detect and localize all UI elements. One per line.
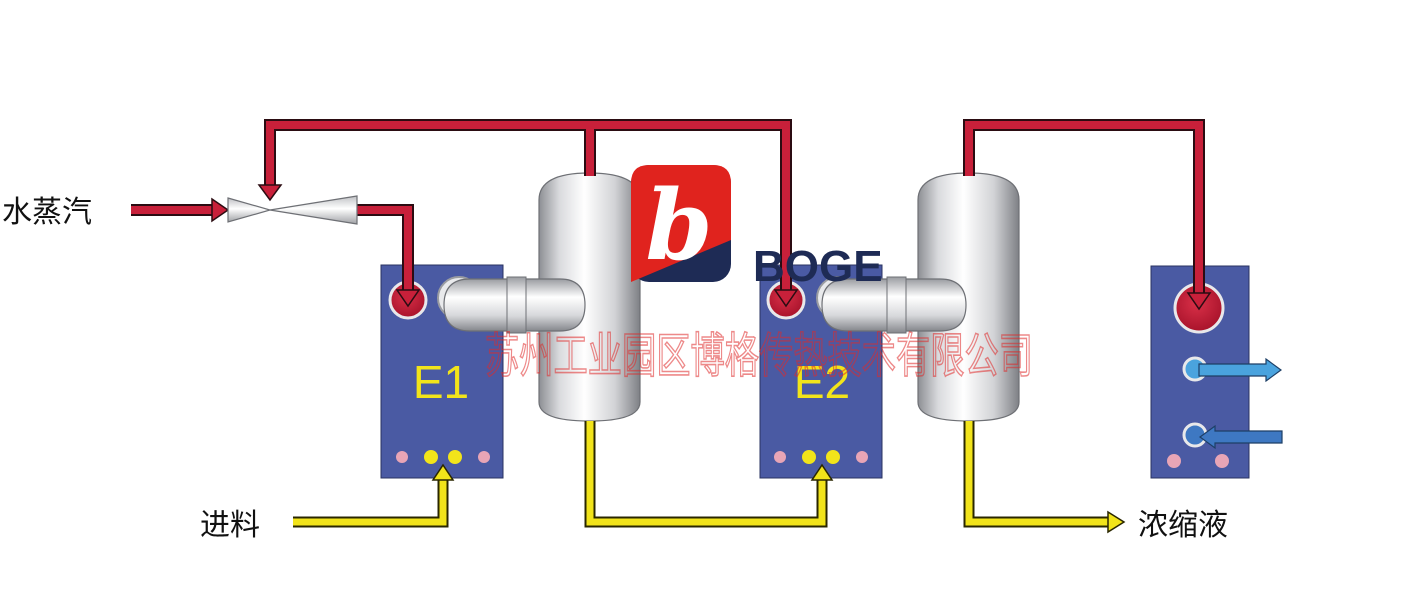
cooling-in-arrow-icon <box>1198 424 1283 450</box>
concentrate-outlet-pipe-fill <box>965 421 1110 526</box>
feed-label: 进料 <box>200 508 260 543</box>
separator-2-flange <box>886 276 907 334</box>
separator-1-liquid-pipe-fill <box>586 421 826 526</box>
steam-pipes-fill <box>131 121 1203 296</box>
boge-logo: b BOGE <box>631 165 883 291</box>
concentrate-arrow-icon <box>1107 510 1126 534</box>
cooling-out-arrow-icon <box>1198 357 1283 383</box>
e1-small-port-left <box>396 451 408 463</box>
vapor-to-valve-arrow-icon <box>257 184 283 202</box>
brand-name: BOGE <box>753 242 883 291</box>
liquid-to-e2-arrow-icon <box>810 463 834 481</box>
vapor-to-condenser-arrow-icon <box>1186 292 1212 311</box>
feed-inlet-pipe <box>293 478 449 528</box>
condenser-drain-left <box>1167 454 1181 468</box>
feed-inlet-pipe-fill <box>293 478 447 526</box>
valve-right-cone <box>269 195 358 225</box>
valve-left-cone <box>227 197 273 223</box>
cooling-water <box>1198 357 1283 450</box>
separator-2-vessel <box>917 172 1020 422</box>
e2-feed-port-a <box>802 450 816 464</box>
feed-pipes <box>293 421 1110 526</box>
e2-feed-port-b <box>826 450 840 464</box>
e2-label: E2 <box>794 356 850 408</box>
logo-letter: b <box>645 169 712 282</box>
e1-feed-port-b <box>448 450 462 464</box>
steam-inlet-arrow-icon <box>211 197 230 223</box>
concentrate-outlet-pipe <box>963 421 1110 528</box>
feed-arrowheads <box>431 463 1126 534</box>
separator-2 <box>821 172 1020 422</box>
thermocompressor-valve <box>227 195 358 225</box>
company-watermark: 苏州工业园区博格传热技术有限公司 <box>485 328 1033 384</box>
separator-1-vessel <box>538 172 641 422</box>
vapor-header-pipe-fill <box>266 121 790 290</box>
feed-to-e1-arrow-icon <box>431 463 455 481</box>
e2-small-port-right <box>856 451 868 463</box>
e2-small-port-left <box>774 451 786 463</box>
e1-label: E1 <box>413 356 469 408</box>
steam-label: 水蒸汽 <box>2 195 92 230</box>
separator-1-flange <box>506 276 527 334</box>
steam-to-e1-arrow-icon <box>395 289 421 308</box>
concentrate-label: 浓缩液 <box>1138 508 1228 543</box>
e1-small-port-right <box>478 451 490 463</box>
separator-1 <box>443 172 641 422</box>
vapor-to-e2-arrow-icon <box>773 289 799 308</box>
e1-feed-port-a <box>424 450 438 464</box>
condenser-drain-right <box>1215 454 1229 468</box>
logo-badge-red <box>631 165 731 282</box>
steam-arrowheads <box>211 184 1212 311</box>
condenser-vapor-pipe-fill <box>965 121 1203 296</box>
steam-to-e1-pipe-fill <box>357 206 412 290</box>
